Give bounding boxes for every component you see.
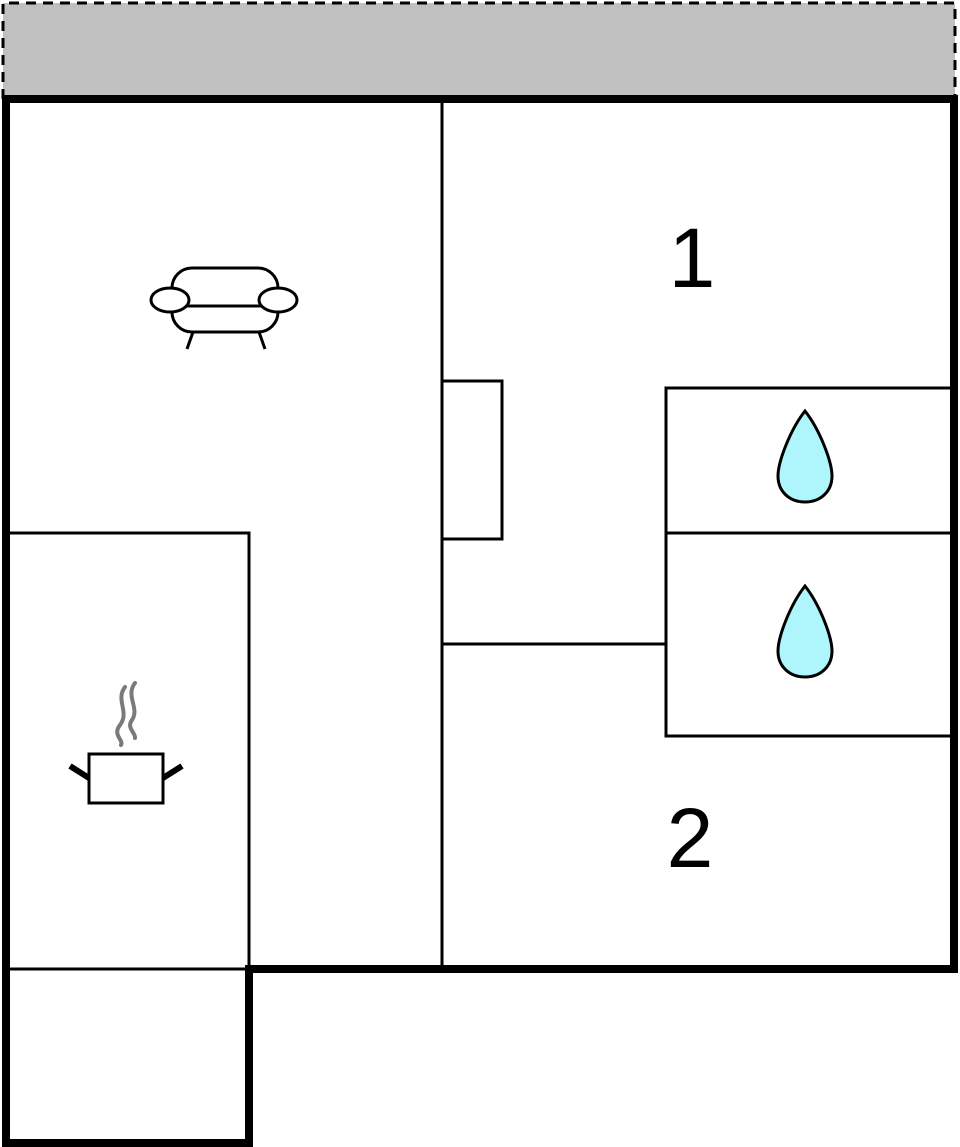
terrace [1,1,957,99]
wall-bathrooms [664,386,954,738]
room-number-2: 2 [667,791,714,885]
room-number-1: 1 [669,211,716,305]
terrace-dashed-outline [1,1,957,99]
terrace-fill [3,3,955,99]
sofa-icon [149,266,299,350]
water-drop-icon [776,408,834,504]
cooking-pot-icon [68,681,184,805]
closet-block [440,379,504,541]
interior-walls [6,99,954,971]
wall-kitchen [6,531,251,969]
water-drop-icon [776,583,834,679]
